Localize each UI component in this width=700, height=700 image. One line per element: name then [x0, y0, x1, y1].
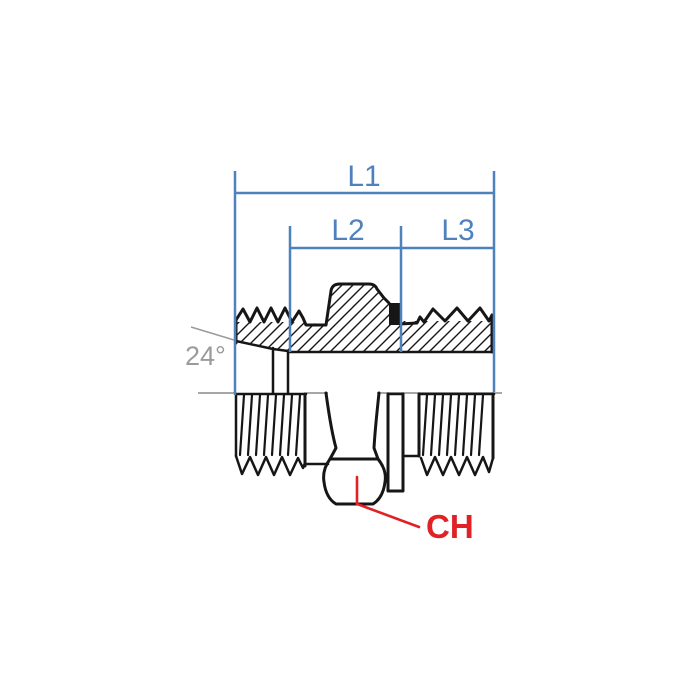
right-thread-external [417, 392, 496, 477]
angle-label: 24° [185, 341, 226, 371]
dimension-l1: L1 [235, 160, 494, 195]
ch-annotation: CH [355, 475, 474, 545]
section-outer-profile [234, 282, 391, 345]
l3-label: L3 [441, 214, 474, 247]
section-outer-profile-right [398, 306, 494, 354]
ch-leader-line [355, 475, 421, 529]
dimension-l2-l3: L2 L3 [290, 214, 494, 250]
seal-collar-external [386, 392, 421, 493]
section-view-upper [234, 282, 494, 395]
hex-nut-external [322, 391, 387, 506]
seal-ring-section [389, 303, 400, 325]
angle-leader-line [190, 326, 235, 341]
dimensions: L1 L2 L3 [233, 160, 496, 395]
section-hatching [236, 284, 492, 352]
l1-label: L1 [347, 160, 380, 193]
left-thread-external [234, 392, 330, 477]
ch-label: CH [426, 508, 474, 545]
angle-annotation: 24° [185, 326, 235, 371]
external-view-lower [234, 391, 496, 506]
l2-label: L2 [331, 214, 364, 247]
